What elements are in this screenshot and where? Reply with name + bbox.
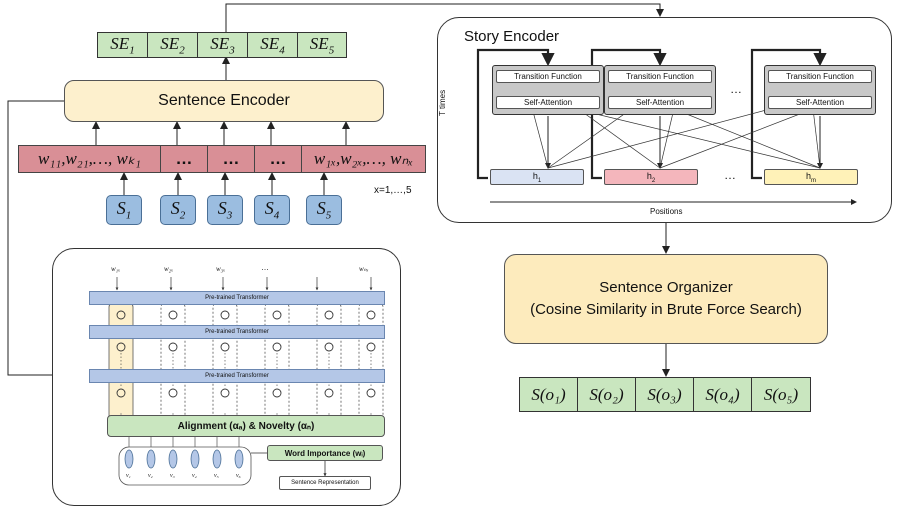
pretrained-transformer-band: Pre-trained Transformer <box>89 325 385 339</box>
pretrained-transformer-band: Pre-trained Transformer <box>89 291 385 305</box>
v-label: v₄ <box>192 473 197 479</box>
word-cell-ellipsis: … <box>160 145 208 173</box>
ellipsis-top: … <box>730 82 742 96</box>
output-cell: S(o₁) <box>519 377 578 412</box>
sentence-embedding-row: SE1 SE2 SE3 SE4 SE5 <box>97 32 347 58</box>
inset-input: w₃ₓ <box>216 265 226 273</box>
word-importance-inset: w₁ₓ w₂ₓ w₃ₓ … wₙₓ Pre-trained Transforme… <box>52 248 401 506</box>
sentence-box: S5 <box>306 195 342 225</box>
inset-input: wₙₓ <box>359 265 369 273</box>
v-label: v₁ <box>126 473 131 479</box>
sentence-box: S1 <box>106 195 142 225</box>
v-label: v₂ <box>148 473 153 479</box>
hidden-state-box: hm <box>764 169 858 185</box>
transition-function-box: Transition Function <box>608 70 712 83</box>
word-cell-last: w₁ₓ,w₂ₓ,…, wₙₓ <box>301 145 426 173</box>
word-cell-ellipsis: … <box>207 145 255 173</box>
word-importance-box: Word Importance (wᵢ) <box>267 445 383 461</box>
sentence-encoder-box: Sentence Encoder <box>64 80 384 122</box>
t-times-label: T times <box>438 89 447 116</box>
story-encoder-wiring <box>476 48 857 205</box>
output-cell: S(o₂) <box>577 377 636 412</box>
story-encoder-panel: Story Encoder T times Transition Functio… <box>437 17 892 223</box>
inset-input: w₂ₓ <box>164 265 174 273</box>
transition-function-box: Transition Function <box>496 70 600 83</box>
sentence-embedding-cell: SE3 <box>197 32 248 58</box>
self-attention-box: Self-Attention <box>608 96 712 109</box>
sentence-embedding-cell: SE5 <box>297 32 347 58</box>
output-cell: S(o₅) <box>751 377 811 412</box>
self-attention-box: Self-Attention <box>768 96 872 109</box>
inset-input: w₁ₓ <box>111 265 121 273</box>
alignment-novelty-box: Alignment (αₐ) & Novelty (αₙ) <box>107 415 385 437</box>
sentence-representation-box: Sentence Representation <box>279 476 371 490</box>
sentence-organizer-title: Sentence Organizer <box>599 279 733 296</box>
word-cell-first: w₁₁,w₂₁,…, wₖ₁ <box>18 145 161 173</box>
hidden-state-box: h2 <box>604 169 698 185</box>
word-cell-ellipsis: … <box>254 145 302 173</box>
sentence-encoder-label: Sentence Encoder <box>158 92 290 109</box>
positions-label: Positions <box>650 207 683 216</box>
sentence-box: S4 <box>254 195 290 225</box>
sentence-box: S2 <box>160 195 196 225</box>
sentence-organizer-box: Sentence Organizer (Cosine Similarity in… <box>504 254 828 344</box>
sentence-embedding-cell: SE4 <box>247 32 298 58</box>
x-range-label: x=1,…,5 <box>374 185 412 196</box>
output-cell: S(o₄) <box>693 377 752 412</box>
output-order-row: S(o₁) S(o₂) S(o₃) S(o₄) S(o₅) <box>519 377 811 412</box>
sentence-box: S3 <box>207 195 243 225</box>
sentence-embedding-cell: SE2 <box>147 32 198 58</box>
word-row: w₁₁,w₂₁,…, wₖ₁ … … … w₁ₓ,w₂ₓ,…, wₙₓ <box>18 145 426 173</box>
v-label: v₅ <box>214 473 219 479</box>
v-label: v₃ <box>170 473 175 479</box>
sentence-organizer-subtitle: (Cosine Similarity in Brute Force Search… <box>530 301 802 318</box>
transition-function-box: Transition Function <box>768 70 872 83</box>
inset-input: … <box>261 263 269 272</box>
output-cell: S(o₃) <box>635 377 694 412</box>
hidden-state-box: h1 <box>490 169 584 185</box>
ellipsis-bottom: … <box>724 168 736 182</box>
sentence-embedding-cell: SE1 <box>97 32 148 58</box>
v-label: v₆ <box>236 473 241 479</box>
pretrained-transformer-band: Pre-trained Transformer <box>89 369 385 383</box>
self-attention-box: Self-Attention <box>496 96 600 109</box>
story-encoder-title: Story Encoder <box>464 28 560 45</box>
